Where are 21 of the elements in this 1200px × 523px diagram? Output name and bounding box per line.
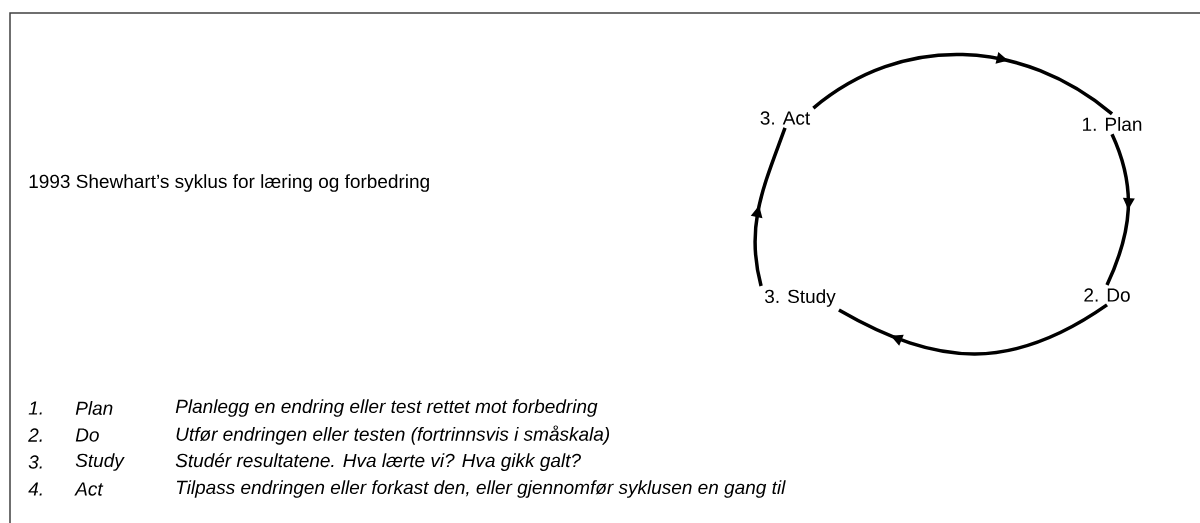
cycle-arrow — [838, 303, 1108, 356]
cycle-arrow — [1105, 133, 1135, 286]
list-text: 3. — [28, 455, 42, 469]
cycle-arrow — [750, 127, 787, 287]
list-text: 4. — [28, 482, 42, 496]
step-label: 2. Do — [1084, 288, 1130, 302]
list-text: Utfør endringen eller testen (fortrinnsvis i småskala) — [176, 425, 610, 445]
list-text: 1. — [28, 401, 42, 415]
step-label: 3. Act — [760, 111, 811, 125]
list-text: Studér resultatene. Hva lærte vi? Hva gikk galt? — [175, 453, 581, 471]
list-text: 2. — [28, 428, 42, 442]
cycle-arrow — [812, 52, 1114, 116]
step-label: 3. Study — [765, 289, 836, 307]
list-text: Plan — [75, 401, 113, 415]
list-text: Do — [75, 428, 99, 442]
list-text: Tilpass endringen eller forkast den, eller gjennomfør syklusen en gang til — [176, 480, 786, 498]
diagram-title: 1993 Shewhart’s syklus for læring og forbedring — [29, 174, 429, 192]
step-label: 1. Plan — [1083, 117, 1142, 131]
list-text: Planlegg en endring eller test rettet mot forbedring — [175, 399, 598, 417]
list-text: Act — [74, 482, 104, 496]
list-text: Study — [75, 453, 125, 471]
